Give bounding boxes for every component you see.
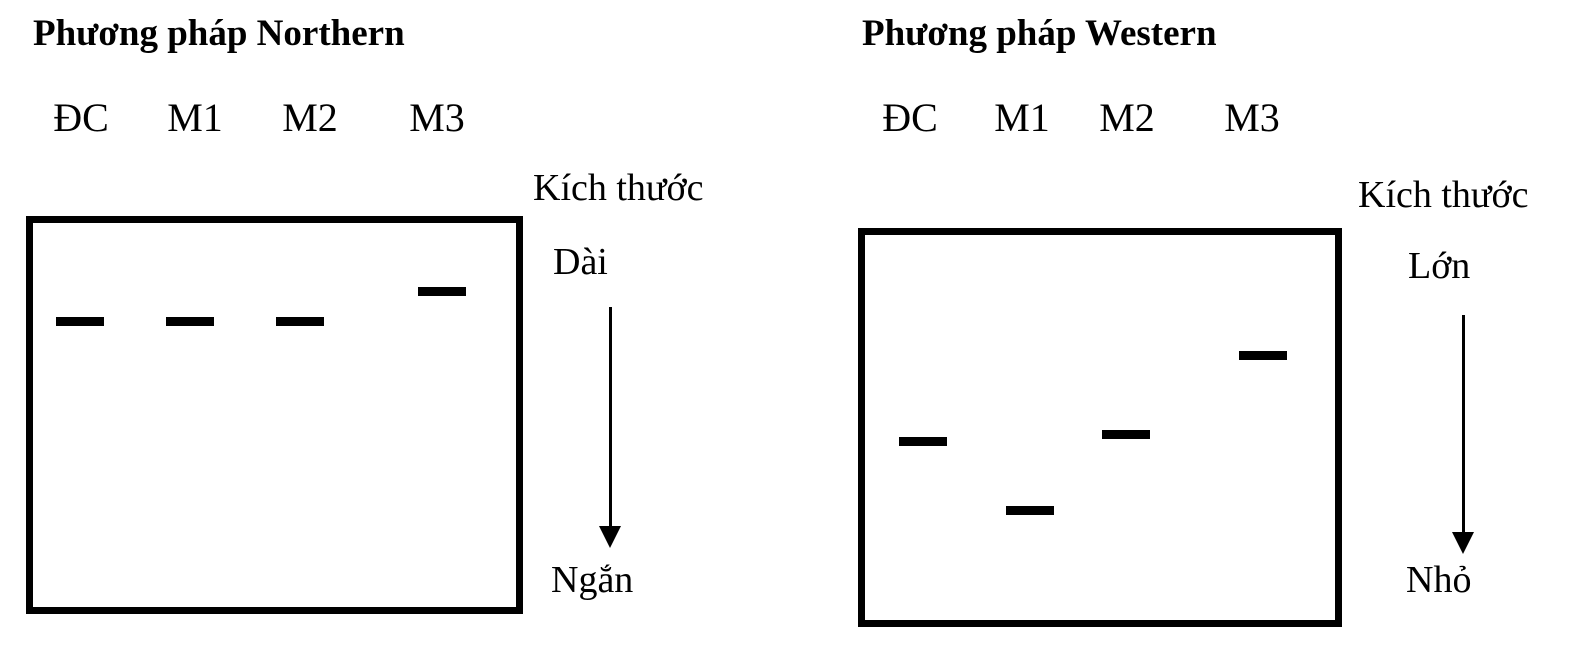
northern-lane-label-dc: ĐC <box>53 95 109 140</box>
northern-band-m2 <box>276 317 324 326</box>
northern-lane-label-m1: M1 <box>167 95 223 140</box>
western-band-m1 <box>1006 506 1054 515</box>
western-top-label: Lớn <box>1408 245 1471 287</box>
northern-band-m1 <box>166 317 214 326</box>
northern-lane-label-m3: M3 <box>409 95 465 140</box>
northern-arrow-line <box>609 307 612 529</box>
northern-top-label: Dài <box>553 241 608 283</box>
western-lane-label-m1: M1 <box>994 95 1050 140</box>
western-band-m2 <box>1102 430 1150 439</box>
western-lane-label-dc: ĐC <box>882 95 938 140</box>
western-gel-box <box>858 228 1342 627</box>
western-lane-label-m3: M3 <box>1224 95 1280 140</box>
northern-bottom-label: Ngắn <box>551 559 634 601</box>
western-arrow-line <box>1462 315 1465 535</box>
northern-scale-label: Kích thước <box>533 167 704 209</box>
western-lane-label-m2: M2 <box>1099 95 1155 140</box>
western-band-dc <box>899 437 947 446</box>
northern-gel-box <box>26 216 523 614</box>
northern-band-dc <box>56 317 104 326</box>
western-title: Phương pháp Western <box>862 13 1217 54</box>
western-scale-label: Kích thước <box>1358 174 1529 216</box>
northern-band-m3 <box>418 287 466 296</box>
northern-lane-label-m2: M2 <box>282 95 338 140</box>
western-band-m3 <box>1239 351 1287 360</box>
northern-title: Phương pháp Northern <box>33 13 405 54</box>
western-bottom-label: Nhỏ <box>1406 559 1472 601</box>
western-arrow-head-icon <box>1452 532 1474 554</box>
northern-arrow-head-icon <box>599 526 621 548</box>
